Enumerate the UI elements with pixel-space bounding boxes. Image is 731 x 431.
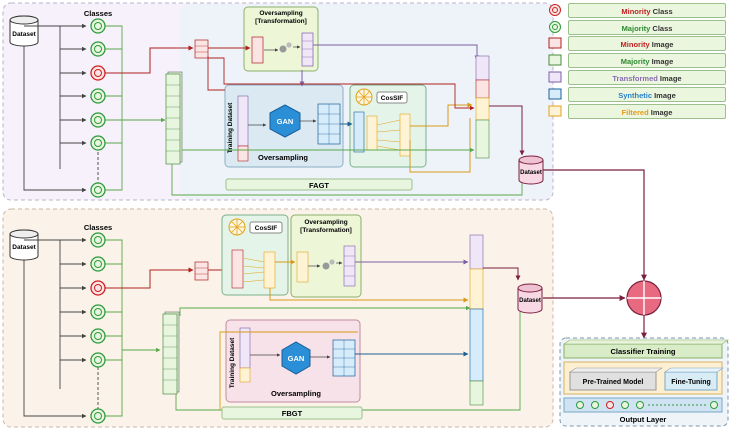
- minority-class-node: [90, 65, 106, 81]
- legend-item-text: Class: [650, 24, 673, 33]
- legend-item-text: Image: [649, 40, 674, 49]
- legend-item: Synthetic Image: [568, 87, 726, 102]
- dataset-cylinder: Dataset: [9, 15, 39, 47]
- minority-class-icon: [549, 4, 561, 16]
- fbgt-cossif-box: CosSIF: [221, 214, 289, 296]
- legend-item-highlight: Minority: [620, 40, 650, 49]
- output-nodes: [576, 401, 718, 409]
- fbgt-oversampling-gan-box: Training Dataset GAN Oversampling: [225, 319, 361, 403]
- fbgt-dataset-label: Dataset: [12, 244, 36, 251]
- fbgt-oversampling-label: Oversampling: [271, 389, 321, 398]
- legend-item-text: Image: [657, 74, 682, 83]
- legend-item-highlight: Transformed: [612, 74, 658, 83]
- legend-item: Filtered Image: [568, 104, 726, 119]
- fbgt-oversampling-transformation-subtitle: [Transformation]: [300, 227, 352, 234]
- classes-label: Classes: [84, 9, 112, 18]
- legend-item: Minority Class: [568, 3, 726, 18]
- legend-item-highlight: Minority: [621, 7, 651, 16]
- output-layer-label: Output Layer: [620, 415, 667, 424]
- legend-item-highlight: Filtered: [621, 108, 649, 117]
- majority-class-node: [90, 182, 106, 198]
- majority-class-node: [90, 18, 106, 34]
- fagt-oversampling-gan-box: Training Dataset GAN Oversampling: [224, 84, 344, 168]
- fbgt-output-dataset-label: Dataset: [519, 298, 541, 304]
- majority-class-node: [90, 135, 106, 151]
- fbgt-output-dataset: Dataset: [517, 283, 543, 314]
- fbgt-class-nodes: [90, 232, 106, 424]
- majority-class-icon: [549, 21, 561, 33]
- legend-icons: [548, 4, 562, 117]
- legend-item-text: Image: [648, 108, 673, 117]
- transformed-image-icon: [548, 71, 562, 83]
- legend-item: Minority Image: [568, 36, 726, 51]
- fagt-output-dataset-label: Dataset: [520, 170, 542, 176]
- dataset-label: Dataset: [12, 31, 36, 38]
- majority-class-node: [90, 304, 106, 320]
- cossif-fan-icon: [229, 219, 245, 235]
- majority-class-node: [90, 408, 106, 424]
- fbgt-combined-stack: [469, 234, 484, 406]
- majority-class-node: [90, 232, 106, 248]
- majority-class-node: [90, 352, 106, 368]
- legend-item-highlight: Synthetic: [618, 91, 652, 100]
- fbgt-panel: [2, 208, 554, 428]
- majority-class-node: [90, 88, 106, 104]
- legend-item-text: Class: [650, 7, 673, 16]
- transform-gears-icon: [279, 42, 292, 53]
- gan-label: GAN: [277, 117, 294, 126]
- fagt-output-dataset: Dataset: [518, 155, 544, 185]
- fagt-combined-stack: [475, 55, 490, 159]
- legend-item-text: Image: [649, 57, 674, 66]
- cossif-label: CosSIF: [381, 95, 403, 102]
- fine-tuning-label: Fine-Tuning: [671, 379, 711, 386]
- fbgt-training-dataset-label: Training Dataset: [229, 337, 236, 388]
- majority-class-node: [90, 112, 106, 128]
- fbgt-minority-image-stack: [194, 261, 209, 281]
- legend-item-text: Image: [652, 91, 676, 100]
- fagt-cossif-box: CosSIF: [349, 84, 427, 168]
- transform-gears-icon: [322, 259, 335, 270]
- majority-class-node: [90, 328, 106, 344]
- fbgt-cossif-label: CosSIF: [255, 225, 277, 232]
- classifier-training-label: Classifier Training: [610, 347, 675, 356]
- fbgt-oversampling-transformation-box: Oversampling [Transformation]: [290, 214, 362, 298]
- minority-image-stack: [194, 39, 209, 59]
- merge-node: [626, 280, 662, 316]
- synthetic-image-icon: [548, 88, 562, 100]
- legend-item-highlight: Majority: [620, 57, 650, 66]
- oversampling-transformation-box: Oversampling [Transformation]: [243, 6, 319, 72]
- majority-image-stack: [165, 71, 183, 165]
- fagt-class-nodes: [90, 18, 106, 198]
- majority-image-icon: [548, 54, 562, 66]
- fbgt-gan-label: GAN: [288, 354, 305, 363]
- legend-item: Transformed Image: [568, 70, 726, 85]
- fagt-title: FAGT: [309, 181, 329, 190]
- legend-item-highlight: Majority: [621, 24, 651, 33]
- cossif-fan-icon: [356, 89, 372, 105]
- oversampling-transformation-subtitle: [Transformation]: [255, 18, 307, 25]
- fbgt-dataset-cylinder: Dataset: [9, 229, 39, 261]
- fbgt-majority-image-stack: [162, 311, 180, 395]
- fbgt-oversampling-transformation-title: Oversampling: [304, 219, 347, 226]
- legend-item: Majority Image: [568, 53, 726, 68]
- minority-class-node: [90, 280, 106, 296]
- training-dataset-label: Training Dataset: [227, 102, 234, 153]
- majority-class-node: [90, 256, 106, 272]
- majority-class-node: [90, 41, 106, 57]
- oversampling-transformation-title: Oversampling: [259, 10, 302, 17]
- oversampling-label: Oversampling: [258, 153, 308, 162]
- minority-image-icon: [548, 37, 562, 49]
- fbgt-title: FBGT: [282, 409, 303, 418]
- fbgt-classes-label: Classes: [84, 223, 112, 232]
- classifier-panel: Classifier Training Pre-Trained Model Fi…: [559, 337, 729, 427]
- filtered-image-icon: [548, 105, 562, 117]
- pretrained-model-label: Pre-Trained Model: [583, 379, 644, 386]
- legend-item: Majority Class: [568, 20, 726, 35]
